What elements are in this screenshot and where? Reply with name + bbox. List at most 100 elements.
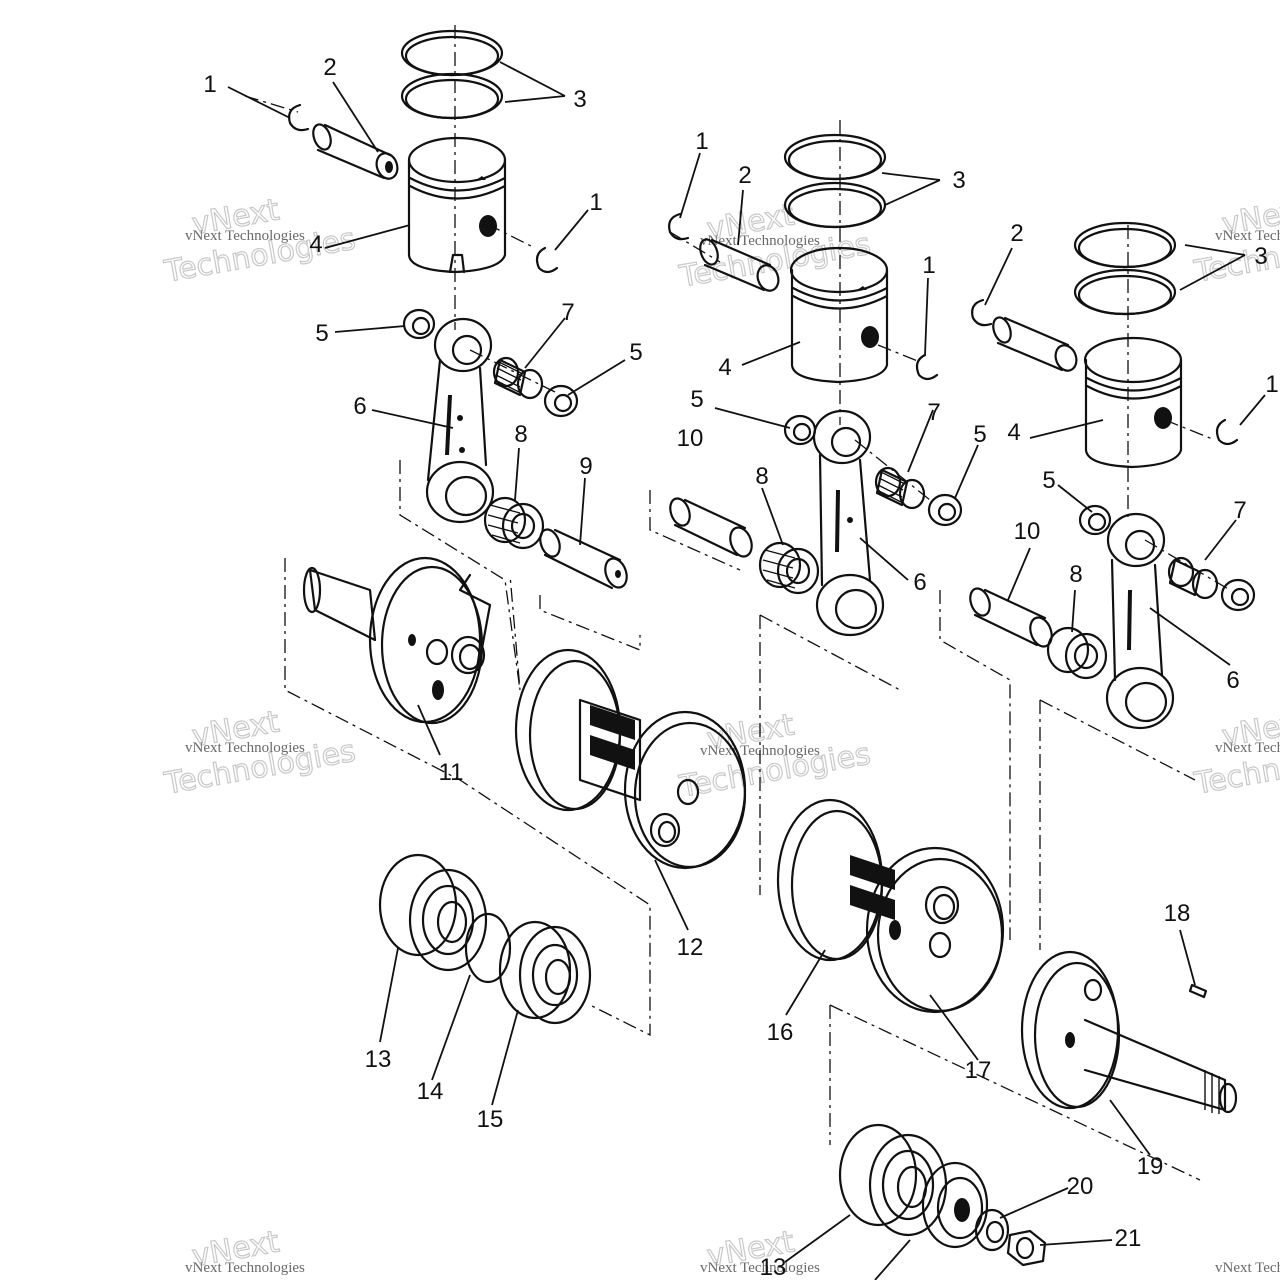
- callout-6: 6: [353, 393, 366, 420]
- callout-2: 2: [1010, 220, 1023, 247]
- callout-3: 3: [1254, 243, 1267, 270]
- piston: [1083, 336, 1183, 469]
- needle-bearing-big-end: [1046, 626, 1108, 680]
- circlip: [668, 212, 690, 241]
- callout-7: 7: [561, 299, 574, 326]
- callout-13: 13: [760, 1254, 787, 1280]
- piston-ring-upper: [400, 29, 504, 77]
- callout-1: 1: [1265, 371, 1278, 398]
- watermark-text: vNext Technologies: [700, 1260, 820, 1276]
- callout-10: 10: [1014, 518, 1041, 545]
- callout-20: 20: [1067, 1173, 1094, 1200]
- callout-9: 9: [579, 453, 592, 480]
- needle-bearing-small-end: [874, 466, 926, 510]
- watermark-text: vNext Technologies: [1215, 740, 1280, 756]
- crank-pin: [539, 528, 628, 590]
- callout-12: 12: [677, 934, 704, 961]
- connecting-rod: [812, 409, 885, 637]
- callout-6: 6: [913, 569, 926, 596]
- callout-4: 4: [309, 231, 322, 258]
- piston-ring-lower: [783, 181, 887, 229]
- needle-bearing-big-end: [758, 541, 820, 595]
- center-lines: [244, 25, 1231, 1181]
- callout-17: 17: [965, 1057, 992, 1084]
- wrist-pin: [992, 316, 1078, 372]
- piston-ring-upper: [783, 133, 887, 181]
- callout-11: 11: [439, 759, 464, 786]
- oil-seal: [921, 1161, 989, 1249]
- crankshaft-nut: [1006, 1229, 1047, 1267]
- circlip: [1215, 418, 1239, 446]
- thrust-washer: [543, 384, 579, 418]
- callout-5: 5: [315, 320, 328, 347]
- callout-7: 7: [927, 399, 940, 426]
- thrust-washer: [783, 414, 817, 446]
- callout-5: 5: [1042, 467, 1055, 494]
- watermark: vNext Technologies: [1191, 704, 1280, 803]
- cylinder-1-assembly: [288, 29, 747, 1025]
- callout-2: 2: [738, 162, 751, 189]
- watermark-text: vNext Technologies: [1215, 228, 1280, 244]
- callout-5: 5: [629, 339, 642, 366]
- thrust-washer: [927, 493, 963, 527]
- callout-8: 8: [755, 463, 768, 490]
- watermark-text: vNext Technologies: [1215, 1260, 1280, 1276]
- connecting-rod: [1105, 512, 1175, 730]
- main-bearing: [378, 853, 488, 972]
- callout-18: 18: [1164, 900, 1191, 927]
- crank-flywheel: [514, 648, 747, 870]
- callout-labels: 1 2 3 1 4 5 7 5 6 8 9 11 1 2 3 1 4 5 10 …: [203, 54, 1278, 1280]
- wrist-pin: [699, 238, 780, 292]
- callout-4: 4: [718, 354, 731, 381]
- callout-5: 5: [973, 421, 986, 448]
- callout-14: 14: [417, 1078, 444, 1105]
- callout-19: 19: [1137, 1153, 1164, 1180]
- callout-3: 3: [952, 167, 965, 194]
- callout-2: 2: [323, 54, 336, 81]
- callout-8: 8: [514, 421, 527, 448]
- callout-1: 1: [922, 252, 935, 279]
- callout-1: 1: [203, 71, 216, 98]
- callout-4: 4: [1007, 419, 1020, 446]
- needle-bearing-big-end: [483, 496, 545, 550]
- crank-flywheel: [776, 798, 1005, 1014]
- crank-pin: [669, 497, 753, 558]
- needle-bearing-small-end: [1167, 556, 1219, 600]
- thrust-washer: [402, 308, 436, 340]
- watermark-text: vNext Technologies: [700, 233, 820, 249]
- connecting-rod: [425, 317, 495, 524]
- callout-16: 16: [767, 1019, 794, 1046]
- callout-13: 13: [365, 1046, 392, 1073]
- circlip: [971, 298, 993, 327]
- leader-lines: [227, 61, 1266, 1280]
- watermark-text: vNext Technologies: [185, 228, 305, 244]
- callout-6: 6: [1226, 667, 1239, 694]
- piston: [407, 136, 507, 274]
- piston: [789, 246, 889, 384]
- callout-10: 10: [677, 425, 704, 452]
- thrust-washer: [1078, 504, 1112, 536]
- needle-bearing-small-end: [492, 356, 544, 400]
- callout-5: 5: [690, 386, 703, 413]
- woodruff-key: [1188, 983, 1208, 999]
- piston-ring-lower: [400, 72, 504, 120]
- thrust-washer: [1220, 578, 1256, 612]
- watermark-text: vNext Technologies: [185, 1260, 305, 1276]
- lock-washer: [974, 1208, 1010, 1252]
- watermark-text: vNext Technologies: [185, 740, 305, 756]
- circlip: [288, 103, 310, 132]
- crankshaft-output-half: [1020, 950, 1238, 1114]
- cylinder-3-assembly: [969, 221, 1256, 730]
- crank-pin: [969, 587, 1053, 648]
- cylinder-2-assembly: [668, 133, 1238, 1267]
- circlip: [535, 246, 559, 274]
- crankshaft-half: [302, 556, 492, 725]
- circlip: [915, 353, 939, 381]
- piston-ring-upper: [1073, 221, 1177, 269]
- callout-1: 1: [695, 128, 708, 155]
- callout-15: 15: [477, 1106, 504, 1133]
- callout-8: 8: [1069, 561, 1082, 588]
- callout-3: 3: [573, 86, 586, 113]
- callout-7: 7: [1233, 497, 1246, 524]
